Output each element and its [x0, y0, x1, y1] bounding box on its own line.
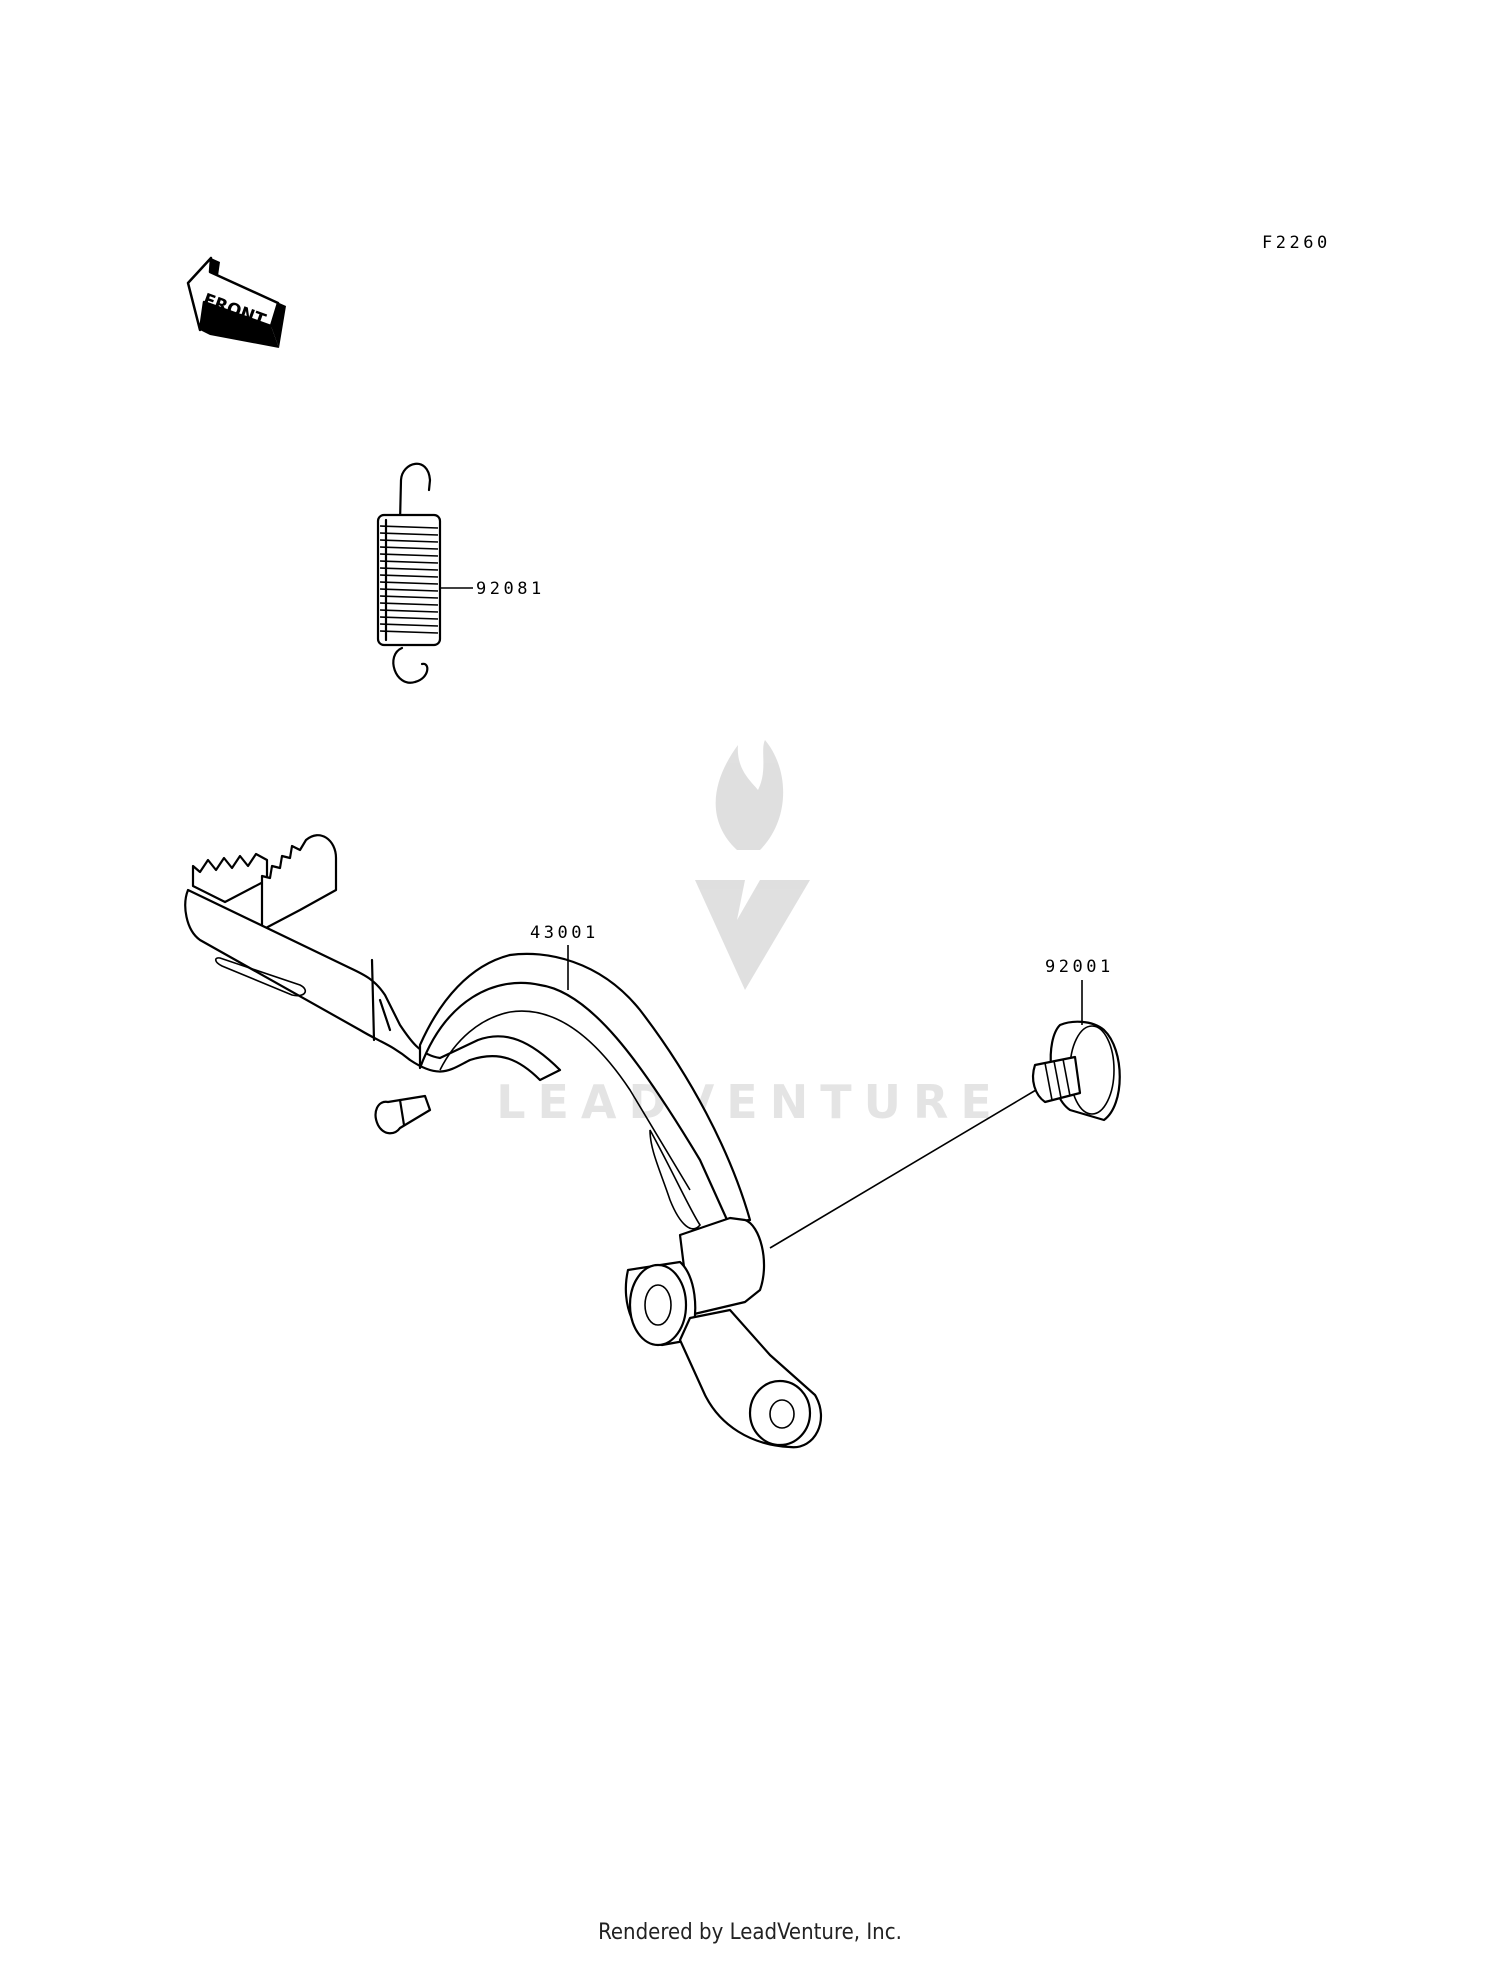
bolt-drawing [1031, 1020, 1121, 1122]
part-number-43001: 43001 [530, 923, 599, 943]
brake-pedal-drawing [184, 834, 823, 1449]
watermark-text: LEADVENTURE [496, 1075, 1004, 1129]
footer-credit: Rendered by LeadVenture, Inc. [598, 1920, 902, 1945]
part-number-92081: 92081 [476, 579, 545, 599]
front-arrow-icon: FRONT [186, 256, 286, 348]
watermark-logo-icon [695, 740, 810, 990]
diagram-code: F2260 [1262, 233, 1331, 253]
assembly-line [769, 1089, 1037, 1249]
spring-drawing [376, 462, 442, 684]
part-number-92001: 92001 [1045, 957, 1114, 977]
